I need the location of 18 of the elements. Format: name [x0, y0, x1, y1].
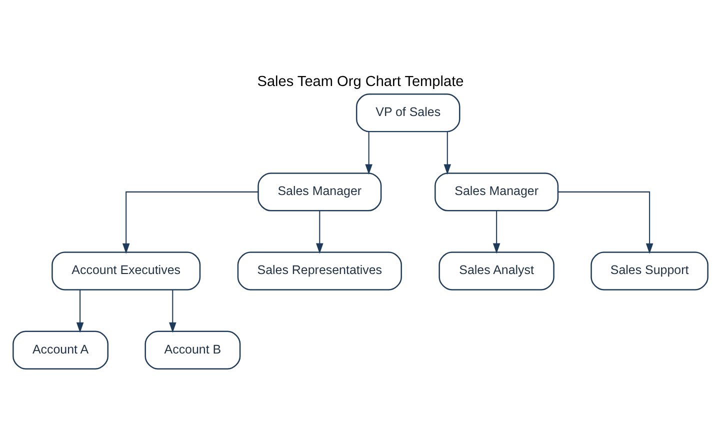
arrow — [316, 210, 323, 254]
arrow — [364, 132, 372, 175]
arrow — [76, 290, 84, 333]
diagram-title: Sales Team Org Chart Template — [256, 74, 464, 90]
node-box: VP of Sales — [355, 93, 460, 132]
arrow — [492, 210, 500, 254]
arrow — [443, 132, 451, 175]
node-box: Sales Manager — [257, 172, 382, 212]
node-box: Sales Analyst — [438, 252, 554, 290]
arrow — [122, 191, 258, 254]
node-box: Account B — [144, 330, 240, 370]
arrow — [558, 191, 653, 254]
node-box: Sales Support — [590, 252, 708, 290]
node-box: Account A — [12, 330, 108, 370]
node-box: Account Executives — [51, 252, 200, 290]
node-box: Sales Representatives — [236, 252, 402, 290]
arrow — [168, 290, 176, 333]
node-box: Sales Manager — [434, 172, 558, 212]
